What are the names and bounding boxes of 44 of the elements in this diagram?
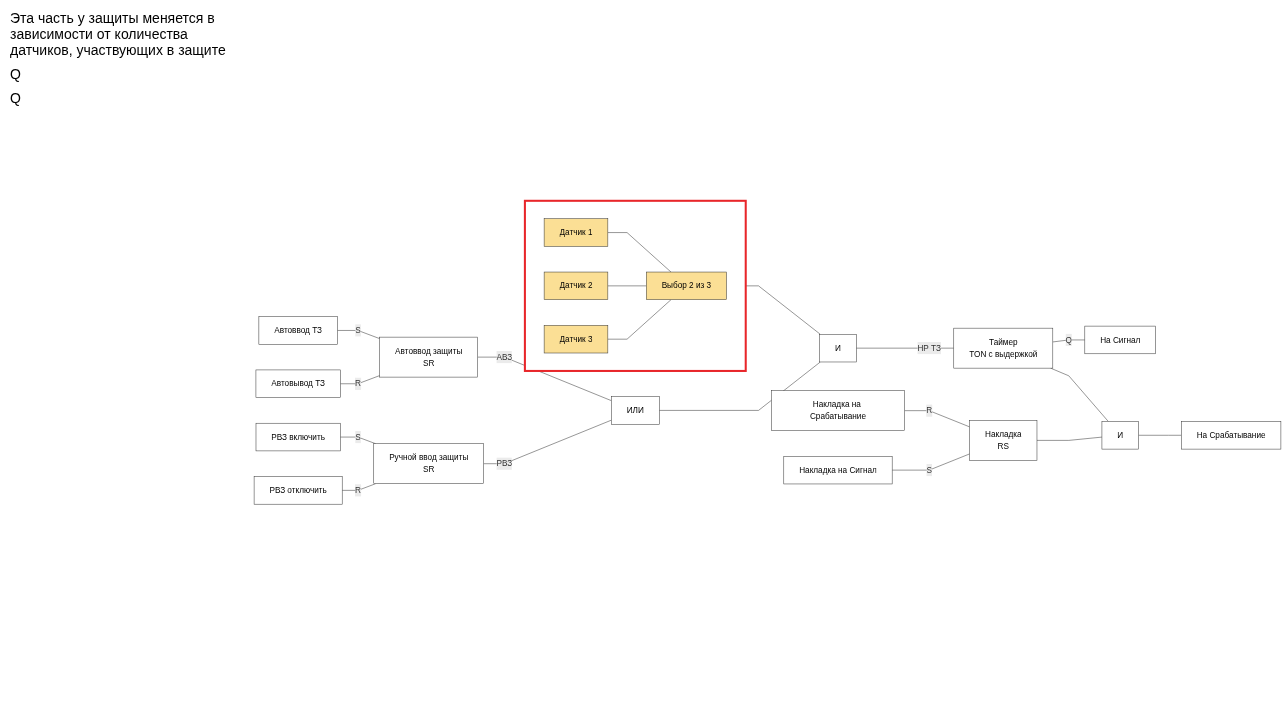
node-box: На Срабатывание [1181,421,1282,450]
edge-label: РВЗ [496,459,513,468]
note-label: Эта часть у защиты меняется в зависимости от количества датчиков, участвующих в защите [10,10,227,58]
edge-label: Q [1065,335,1072,345]
connector [659,361,821,411]
node-box: Датчик 3 [543,325,609,354]
edge-label: S [355,432,361,442]
node-box: Датчик 2 [543,271,609,300]
connector [745,285,821,335]
node-box: Ручной ввод защиты SR [373,443,484,484]
connector [1050,367,1109,422]
connector [607,232,672,273]
node-box: Автовывод ТЗ [255,369,341,398]
connector [340,375,380,384]
node-box: РВЗ отключить [253,476,343,505]
node-box: На Сигнал [1084,325,1156,355]
node-box: И [819,334,857,363]
node-box: Датчик 1 [543,218,609,247]
node-box: Таймер TON с выдержкой [953,327,1054,369]
node-box: Накладка на Сигнал [783,456,893,485]
node-box: Автоввод защиты SR [379,336,478,378]
edge-label: R [355,379,361,388]
edge-label: R [926,406,933,415]
edge-label: S [926,465,932,475]
node-box: Выбор 2 из 3 [646,271,727,300]
node-box: ИЛИ [611,396,660,425]
connector [891,453,970,471]
node-box: И [1101,421,1139,450]
note-label: Q [10,66,22,82]
cluster [523,199,747,372]
node-box: Накладка на Срабатывание [771,390,905,431]
edge-label: НР ТЗ [917,343,941,353]
connector [1036,436,1103,441]
connector [337,330,380,339]
connector [340,436,376,444]
note-label: Q [10,90,22,106]
node-box: Автоввод ТЗ [258,316,338,345]
edge-label: R [355,485,361,495]
edge-label: АВЗ [496,352,513,362]
connector [341,483,376,491]
node-box: Накладка RS [969,420,1038,461]
connector [904,410,970,428]
node-box: РВЗ включить [255,422,341,452]
edge-label: S [355,325,361,335]
